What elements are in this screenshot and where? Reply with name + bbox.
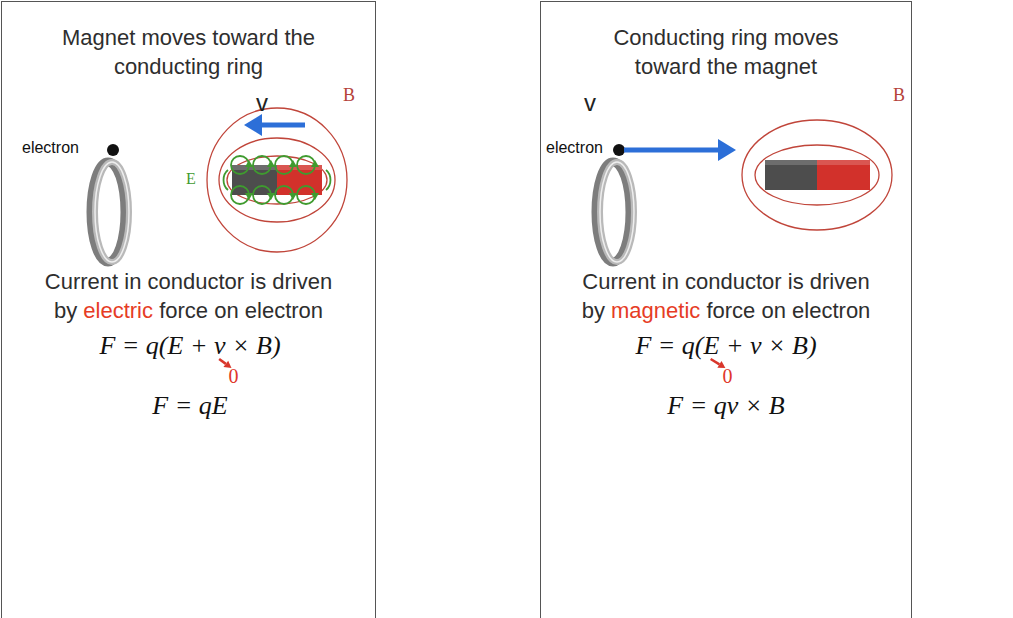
equation: F = qv × B xyxy=(667,392,784,421)
zero-mark: 0 xyxy=(228,365,238,387)
panel-title: Magnet moves toward theconducting ring xyxy=(8,24,369,81)
bar-magnet xyxy=(765,160,870,190)
panel-title: Conducting ring movestoward the magnet xyxy=(547,24,905,81)
conducting-ring xyxy=(91,144,129,262)
equation: F = q(E + v × B) xyxy=(99,332,280,361)
panel-caption: Current in conductor is drivenby electri… xyxy=(8,268,369,325)
velocity-arrow xyxy=(244,114,305,136)
electron-label: electron xyxy=(546,139,603,157)
velocity-arrow xyxy=(624,139,736,161)
magnetic-field-lines xyxy=(207,108,347,252)
electric-field-loops xyxy=(224,156,331,204)
magnetic-field-lines xyxy=(742,120,892,230)
electron-label: electron xyxy=(22,139,79,157)
panel: Magnet moves toward theconducting ringCu… xyxy=(1,1,376,618)
zero-mark: 0 xyxy=(722,365,732,387)
field-label: E xyxy=(186,170,196,188)
loop-arrowheads xyxy=(245,160,319,200)
velocity-label: v xyxy=(584,90,596,116)
field-label: B xyxy=(343,86,355,106)
velocity-label: v xyxy=(256,90,268,116)
panel-caption: Current in conductor is drivenby magneti… xyxy=(547,268,905,325)
equation: F = qE xyxy=(152,392,227,421)
equation: F = q(E + v × B) xyxy=(635,332,816,361)
field-label: B xyxy=(893,86,905,106)
conducting-ring xyxy=(596,144,634,262)
